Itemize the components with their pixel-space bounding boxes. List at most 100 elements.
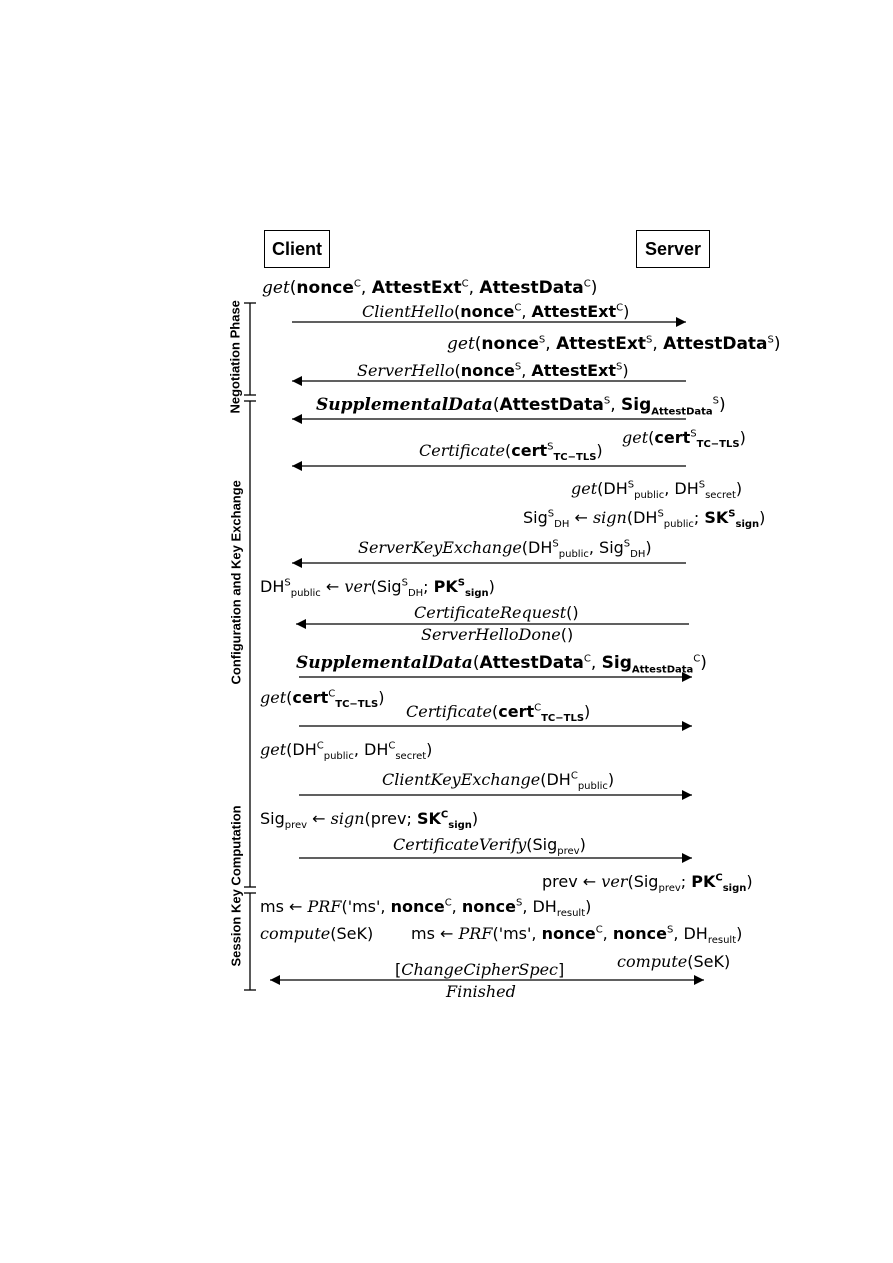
clientkeyexchange-func: ClientKeyExchange [382,770,541,789]
msg-server-hello: ServerHello(nonceS, AttestExtS) [357,361,629,380]
sub-dh: DH [407,588,424,600]
sub-tctls: TC−TLS [335,699,379,711]
sup-s: S [515,897,523,909]
nonce-token: nonce [461,897,516,916]
cert-token: cert [292,688,329,707]
step-server-compute: compute(SeK) [617,952,731,971]
assign-arrow: ← [440,924,454,943]
sup-s: S [728,508,736,520]
serverhellodone-func: ServerHelloDone [421,625,561,644]
sub-dh: DH [554,519,570,531]
compute-func: compute [260,924,331,943]
sub-prev: prev [557,846,580,858]
sup-s: S [552,538,559,550]
empty-parens: () [566,603,579,622]
client-label: Client [271,238,322,259]
compute-func: compute [617,952,688,971]
msg-change-cipher-spec: [ChangeCipherSpec] [395,960,565,979]
phase-label-session-key: Session Key Computation [228,805,244,967]
changecipherspec-func: ChangeCipherSpec [401,960,559,979]
sk-token: SK [416,809,441,828]
step-server-get-dh: get(DHSpublic, DHSsecret) [571,479,743,502]
msg-server-hello-done: ServerHelloDone() [421,625,573,645]
get-func: get [571,479,598,498]
phase-label-configuration: Configuration and Key Exchange [228,480,244,685]
sup-c: C [353,278,361,290]
ms-token: ms [260,897,284,916]
sub-public: public [577,781,608,793]
attestext-token: AttestExt [531,361,617,380]
dh-token: DH [546,770,571,789]
sig-token: Sig [621,395,652,415]
sub-secret: secret [395,751,427,763]
server-label: Server [644,238,702,259]
sup-c: C [328,688,336,700]
sup-s: S [690,428,697,440]
dh-token: DH [603,479,628,498]
sub-tctls: TC−TLS [541,713,585,725]
sup-s: S [712,395,720,407]
finished-func: Finished [446,982,516,1001]
attestext-token: AttestExt [556,334,646,354]
sub-dh: DH [630,549,646,561]
nonce-token: nonce [481,334,539,354]
sig-token: Sig [633,872,659,891]
sup-c: C [444,897,452,909]
sig-token: Sig [260,809,285,828]
certificate-func: Certificate [406,702,492,721]
dh-token: DH [292,740,317,759]
sup-s: S [401,577,408,589]
sup-s: S [767,334,774,346]
step-client-get-nonce: get(nonceC, AttestExtC, AttestDataC) [262,278,598,298]
cert-token: cert [511,441,548,460]
get-func: get [260,740,287,759]
sup-c: C [388,740,396,752]
ver-func: ver [344,577,371,596]
sig-token: Sig [601,653,632,673]
step-server-prf: ms ← PRF('ms', nonceC, nonceS, DHresult) [411,924,743,947]
sub-sign: sign [735,519,760,531]
attestdata-token: AttestData [479,278,584,298]
dh-token: DH [364,740,389,759]
sub-public: public [634,490,665,502]
sup-s: S [603,395,611,407]
sub-prev: prev [658,883,681,895]
assign-arrow: ← [312,809,326,828]
sign-func: sign [592,508,627,527]
pk-token: PK [691,872,716,891]
sup-s: S [623,538,631,550]
sig-token: Sig [376,577,402,596]
cert-token: cert [498,702,535,721]
prev-token: prev [370,809,407,828]
cert-token: cert [654,428,691,447]
sk-token: SK [704,508,729,527]
sup-s: S [514,361,522,373]
certificate-func: Certificate [419,441,505,460]
sup-s: S [627,479,635,491]
sup-s: S [547,441,554,453]
sign-func: sign [330,809,365,828]
sub-attestdata: AttestData [631,664,694,676]
msg-client-key-exchange: ClientKeyExchange(DHCpublic) [382,770,615,793]
nonce-token: nonce [460,302,515,321]
step-client-verify-dh: DHSpublic ← ver(SigSDH; PKSsign) [260,577,495,600]
msg-server-certificate: Certificate(certSTC−TLS) [419,441,603,464]
sig-token: Sig [523,508,548,527]
attestdata-token: AttestData [663,334,768,354]
ms-token: ms [411,924,435,943]
msg-client-hello: ClientHello(nonceC, AttestExtC) [362,302,630,321]
assign-arrow: ← [325,577,340,596]
sup-s: S [538,334,546,346]
dh-token: DH [532,897,557,916]
step-client-prf: ms ← PRF('ms', nonceC, nonceS, DHresult) [260,897,592,920]
sup-c: C [440,809,449,821]
sup-c: C [461,278,469,290]
sup-s: S [457,577,465,589]
nonce-token: nonce [612,924,667,943]
ver-func: ver [601,872,628,891]
sup-s: S [666,924,674,936]
sub-public: public [663,519,694,531]
sig-token: Sig [532,835,558,854]
step-server-get-cert: get(certSTC−TLS) [622,428,746,451]
get-func: get [260,688,287,707]
